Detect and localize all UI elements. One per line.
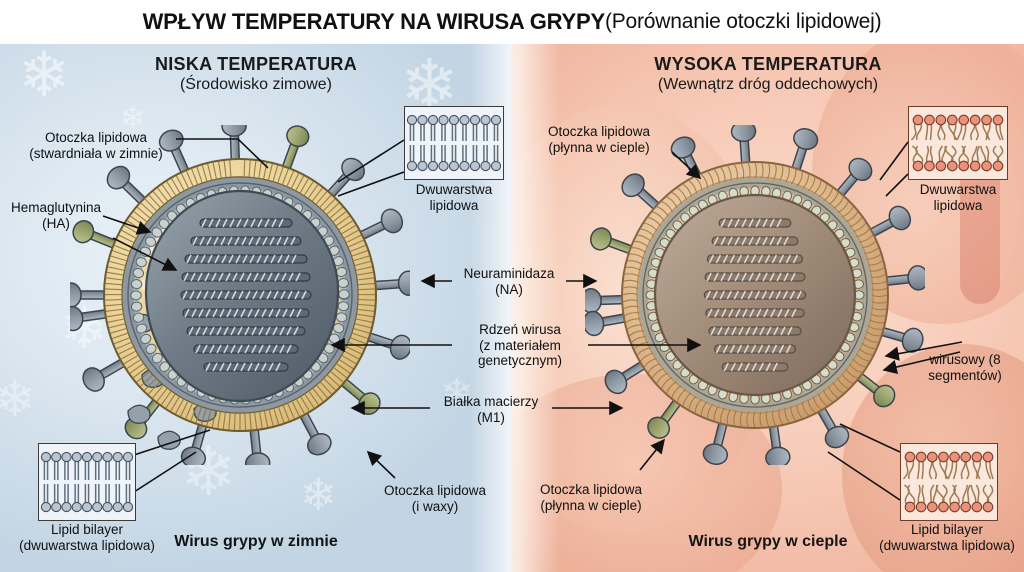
label-line-1: Neuraminidaza <box>463 266 555 281</box>
snowflake-icon: ❄ <box>440 371 474 417</box>
snowflake-icon: ❄ <box>120 101 146 136</box>
label-line-3: genetycznym) <box>477 353 563 369</box>
label-line-1: Otoczka lipidowa <box>547 124 651 139</box>
label-envelope-warm-bottom: Otoczka lipidowa (płynna w cieple) <box>516 482 666 513</box>
label-neuraminidase: Neuraminidaza (NA) <box>452 266 566 297</box>
virus-particle-warm <box>585 125 925 465</box>
inset-bilayer-cold-top-caption: Dwuwarstwa lipidowa <box>392 182 516 213</box>
virus-particle-cold <box>70 125 410 465</box>
label-envelope-cold: Otoczka lipidowa (stwardniała w zimnie) <box>16 130 176 161</box>
panel-cold-footer: Wirus grypy w zimnie <box>174 533 338 550</box>
inset-bilayer-warm-bottom-caption: Lipid bilayer (dwuwarstwa lipidowa) <box>868 522 1024 553</box>
inset-bilayer-cold-bottom-caption: Lipid bilayer (dwuwarstwa lipidowa) <box>8 522 166 553</box>
label-envelope-warm-top: Otoczka lipidowa (płynna w cieple) <box>524 124 674 155</box>
page-title: WPŁYW TEMPERATURY NA WIRUSA GRYPY (Porów… <box>0 0 1024 44</box>
inset-bilayer-warm-top <box>908 106 1008 180</box>
snowflake-icon: ❄ <box>300 470 337 521</box>
label-line-2: (płynna w cieple) <box>540 497 642 513</box>
label-line-1: Otoczka lipidowa <box>539 482 643 497</box>
label-line-2: (HA) <box>42 215 70 231</box>
caption-line-2: (dwuwarstwa lipidowa) <box>19 537 155 553</box>
caption-line-1: Dwuwarstwa <box>415 182 493 197</box>
label-line-2: (z materiałem <box>479 337 561 353</box>
label-line-2: (stwardniała w zimnie) <box>29 145 163 161</box>
inset-bilayer-cold-top <box>404 106 504 180</box>
page-title-main: WPŁYW TEMPERATURY NA WIRUSA GRYPY <box>142 9 606 34</box>
panel-cold-subheading: (Środowisko zimowe) <box>179 76 333 93</box>
panel-warm-heading: WYSOKA TEMPERATURA <box>654 54 882 74</box>
caption-line-1: Dwuwarstwa <box>919 182 997 197</box>
label-line-1: Otoczka lipidowa <box>383 483 487 498</box>
caption-line-1: Lipid bilayer <box>910 522 984 537</box>
caption-line-2: lipidowa <box>429 197 479 213</box>
label-line-2: (i waxy) <box>411 498 459 514</box>
page-title-sub: (Porównanie otoczki lipidowej) <box>604 10 882 33</box>
panel-cold-heading: NISKA TEMPERATURA <box>154 54 358 74</box>
snowflake-icon: ❄ <box>18 44 70 111</box>
caption-line-2: (dwuwarstwa lipidowa) <box>879 537 1015 553</box>
label-line-1: Rdzeń wirusa <box>479 322 561 337</box>
label-line-1: Białka macierzy <box>443 394 539 409</box>
caption-line-2: lipidowa <box>933 197 983 213</box>
panel-warm-subheading: (Wewnątrz dróg oddechowych) <box>657 76 879 93</box>
label-matrix-protein: Białka macierzy (M1) <box>430 394 552 425</box>
snowflake-icon: ❄ <box>0 370 36 428</box>
label-line-1: Otoczka lipidowa <box>44 130 148 145</box>
label-line-2: (NA) <box>495 281 523 297</box>
inset-bilayer-cold-bottom <box>38 443 136 521</box>
label-virus-core: Rdzeń wirusa (z materiałem genetycznym) <box>452 322 588 369</box>
inset-bilayer-warm-bottom <box>900 443 998 521</box>
caption-line-1: Lipid bilayer <box>50 522 124 537</box>
label-line-1: wirusowy (8 <box>929 352 1001 367</box>
snowflake-icon: ❄ <box>60 294 109 362</box>
label-hemagglutinin: Hemaglutynina (HA) <box>6 200 106 231</box>
label-envelope-waxy: Otoczka lipidowa (i waxy) <box>360 483 510 514</box>
label-line-2: (płynna w cieple) <box>548 139 650 155</box>
panel-cold-heading-block: NISKA TEMPERATURA (Środowisko zimowe) <box>0 54 512 94</box>
label-viral-rna: wirusowy (8 segmentów) <box>906 352 1024 383</box>
panel-warm-footer: Wirus grypy w cieple <box>688 533 848 550</box>
label-line-2: segmentów) <box>928 367 1002 383</box>
panel-warm-heading-block: WYSOKA TEMPERATURA (Wewnątrz dróg oddech… <box>512 54 1024 94</box>
label-line-1: Hemaglutynina <box>10 200 102 215</box>
label-line-2: (M1) <box>477 409 505 425</box>
inset-bilayer-warm-top-caption: Dwuwarstwa lipidowa <box>896 182 1020 213</box>
